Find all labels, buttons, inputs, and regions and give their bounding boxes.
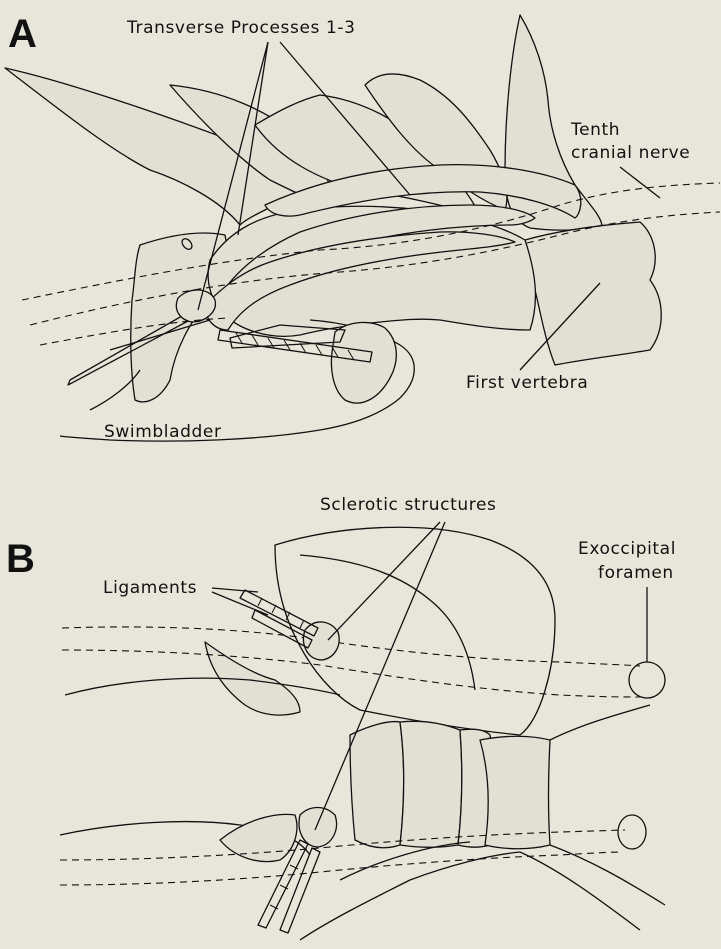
first-vertebra-a [525, 222, 661, 365]
vertebra-segment-1 [350, 722, 404, 848]
label-transverse-processes: Transverse Processes 1-3 [126, 18, 356, 38]
body-contour-upper [65, 678, 340, 695]
lower-wing-b [300, 852, 640, 940]
sclerotic-blob-a [331, 322, 396, 403]
nerve-line-b2 [62, 650, 640, 697]
leader-tenth-nerve [620, 167, 660, 198]
label-sclerotic-structures: Sclerotic structures [320, 495, 496, 515]
panel-letter-a: A [8, 12, 37, 56]
label-exoccipital-line1: Exoccipital [578, 539, 676, 559]
right-vertebral-region [550, 705, 665, 905]
exoccipital-foramen-lower [618, 815, 646, 849]
leader-sclerotic-1 [328, 522, 440, 640]
label-swimbladder: Swimbladder [104, 422, 222, 442]
sclerotic-blob-b-upper [304, 622, 340, 660]
nerve-line-b4 [60, 852, 620, 885]
label-exoccipital-line2: foramen [598, 563, 674, 583]
panel-b: B [6, 495, 676, 940]
label-first-vertebra: First vertebra [466, 373, 588, 393]
vertebra-segment-4 [480, 736, 550, 849]
label-tenth-nerve-line2: cranial nerve [571, 143, 690, 163]
leader-ligaments-1 [212, 588, 258, 592]
exoccipital-foramen-upper [629, 662, 665, 698]
label-ligaments: Ligaments [103, 578, 197, 598]
panel-a: A [5, 12, 720, 442]
vertebra-segment-2 [400, 721, 462, 847]
sclerotic-blob-b-lower [299, 808, 336, 848]
label-tenth-nerve-line1: Tenth [570, 120, 620, 140]
panel-letter-b: B [6, 537, 35, 581]
lower-wing-inner [340, 842, 470, 880]
